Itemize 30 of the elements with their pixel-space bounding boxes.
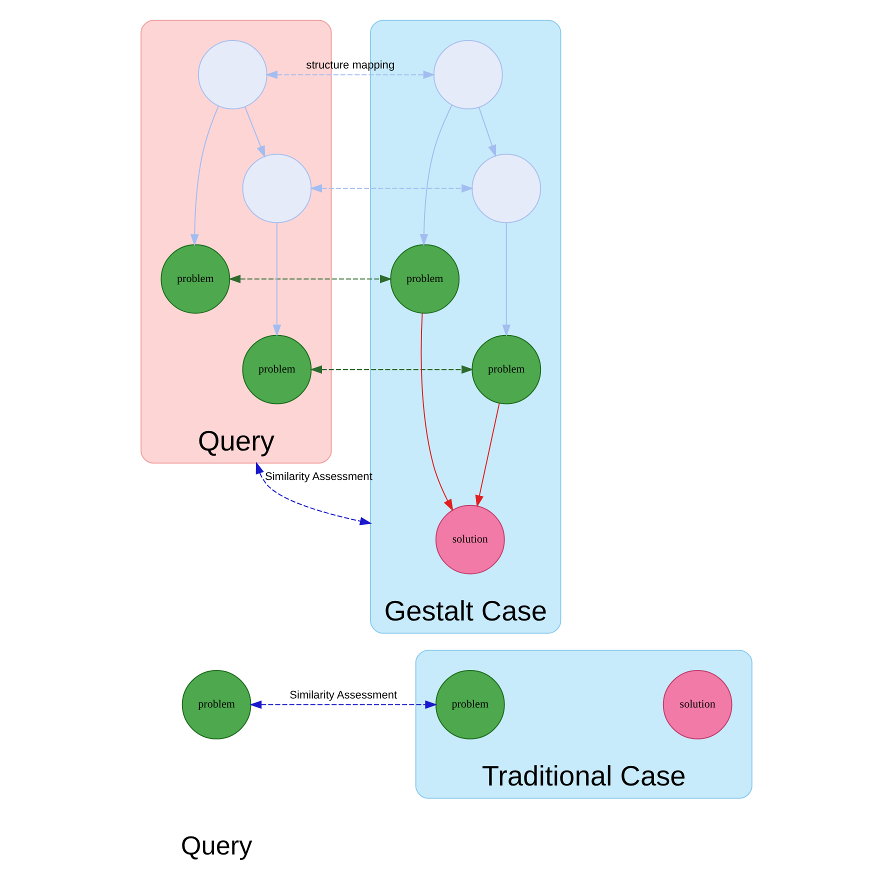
arrow [475, 403, 500, 508]
node-circle: problem [472, 334, 542, 404]
edge-label: Similarity Assessment [264, 471, 372, 484]
arrow [502, 222, 511, 337]
arrow [420, 313, 454, 512]
node-label: Query [180, 830, 252, 860]
node-circle: solution [662, 670, 732, 740]
node-circle [433, 40, 503, 110]
node-circle: problem [182, 670, 252, 740]
arrow [265, 70, 436, 79]
node-circle: problem [390, 244, 460, 314]
arrow [310, 365, 474, 374]
node-circle: problem [435, 670, 505, 740]
node-circle: problem [160, 244, 230, 314]
arrow [420, 104, 452, 246]
arrow [272, 222, 282, 337]
arrow [250, 700, 438, 709]
arrow [244, 106, 266, 158]
node-circle: problem [242, 334, 312, 404]
edge-label: structure mapping [306, 59, 395, 72]
arrow [256, 462, 372, 526]
edge-label: Similarity Assessment [290, 689, 398, 702]
arrow [190, 106, 219, 246]
node-circle: solution [435, 504, 505, 574]
arrow [228, 274, 392, 284]
arrow [478, 107, 496, 158]
node-circle [198, 40, 268, 110]
node-circle [242, 154, 312, 224]
node-circle [472, 154, 542, 224]
arrow [310, 184, 474, 193]
